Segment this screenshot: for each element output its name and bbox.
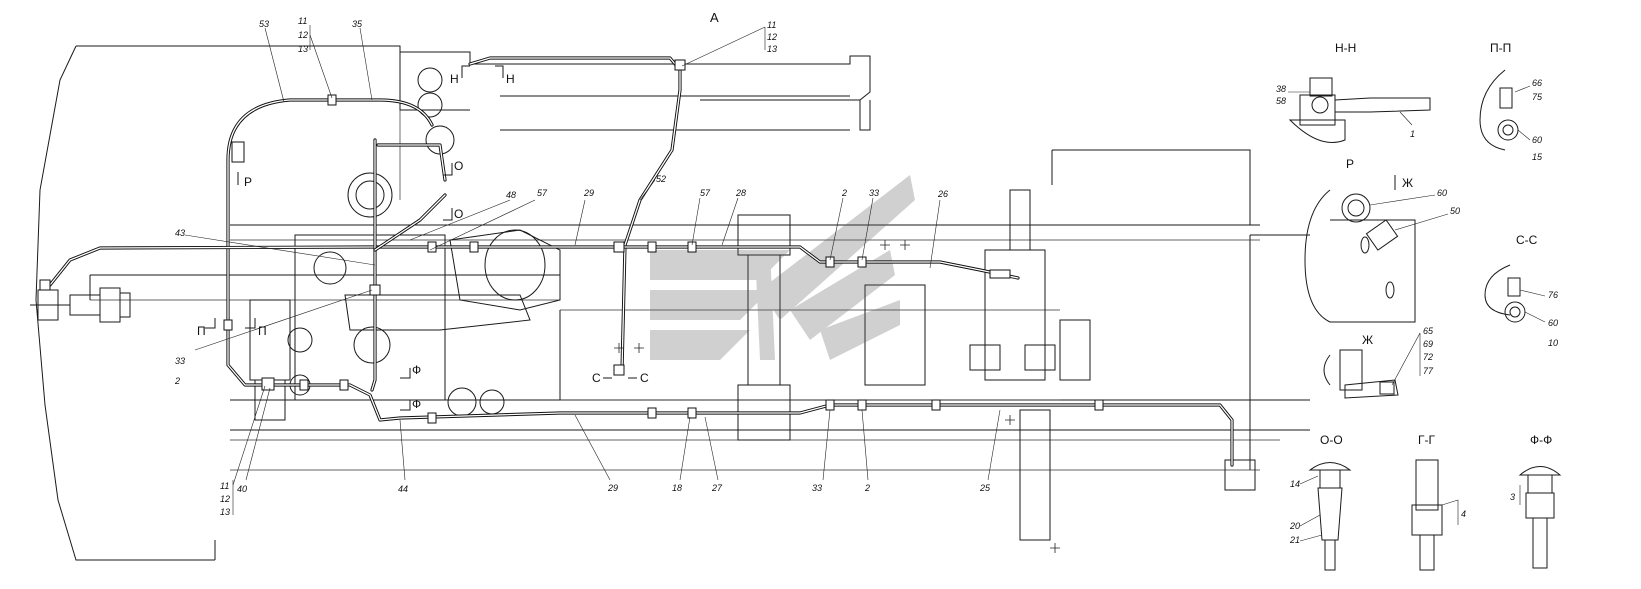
label-48: 48 [506,190,516,200]
section-pp-label-66: 66 [1532,78,1542,88]
section-zh-label-69: 69 [1423,339,1433,349]
label-26: 26 [937,189,948,199]
label-40: 40 [237,484,247,494]
section-nn-label-1: 1 [1410,129,1415,139]
label-43: 43 [175,228,185,238]
cut-mark-p-right: П [258,324,267,338]
center-marks [614,240,1060,553]
front-coupling [30,287,131,323]
label-57-left: 57 [537,188,548,198]
section-nn-label-38: 38 [1276,84,1286,94]
label-2-left: 2 [174,376,180,386]
section-r: Р Ж 60 50 [1304,157,1460,323]
section-ff-title: Ф-Ф [1530,433,1552,447]
cut-mark-o-top: О [454,159,463,173]
label-12-top-right: 12 [767,32,777,42]
section-r-arrow-label: Ж [1402,176,1413,190]
section-oo-label-20: 20 [1289,521,1300,531]
section-zh-label-65: 65 [1423,326,1434,336]
section-nn-title: Н-Н [1335,41,1356,55]
air-pipes [48,56,1234,467]
label-13-top-right: 13 [767,44,777,54]
label-25: 25 [979,483,991,493]
section-r-label-50: 50 [1450,206,1460,216]
label-2-top: 2 [841,188,847,198]
cut-mark-f-bottom: Ф [412,397,421,411]
label-12-top: 12 [298,30,308,40]
label-33-top: 33 [869,188,879,198]
label-44: 44 [398,484,408,494]
label-53: 53 [259,19,269,29]
label-33-bottom: 33 [812,483,822,493]
section-nn-label-58: 58 [1276,96,1286,106]
section-pp-label-75: 75 [1532,92,1543,102]
section-oo-label-14: 14 [1290,479,1300,489]
label-13-bottom: 13 [220,507,230,517]
pipe-fittings [39,59,1104,424]
label-57-right: 57 [700,188,711,198]
label-33-left: 33 [175,356,185,366]
cut-mark-c-right: С [640,371,649,385]
label-28: 28 [735,188,746,198]
section-pp-label-15: 15 [1532,152,1543,162]
section-zh-label-72: 72 [1423,352,1433,362]
section-zh: Ж 65 69 72 77 [1323,326,1434,399]
cut-mark-h-left: Н [450,72,459,86]
section-pp-title: П-П [1490,41,1511,55]
label-2-bottom: 2 [864,483,870,493]
engine-block [249,67,561,421]
section-gg-label-4: 4 [1461,509,1466,519]
section-g-g: Г-Г 4 [1411,433,1466,571]
section-oo-label-21: 21 [1289,535,1300,545]
section-pp-label-60: 60 [1532,135,1542,145]
cut-mark-f-top: Ф [412,363,421,377]
cut-mark-h-right: Н [506,72,515,86]
section-cc-title: С-С [1516,233,1538,247]
section-zh-label-77: 77 [1423,366,1434,376]
section-cc-label-76: 76 [1548,290,1558,300]
label-12-bottom: 12 [220,494,230,504]
label-11-bottom: 11 [220,481,229,491]
cut-mark-p-left: П [197,324,206,338]
section-gg-title: Г-Г [1418,433,1435,447]
section-cc-label-10: 10 [1548,338,1558,348]
cut-mark-o-bottom: О [454,207,463,221]
section-p-p: П-П 66 75 60 15 [1479,41,1543,162]
label-35: 35 [352,19,363,29]
section-cc-label-60: 60 [1548,318,1558,328]
label-11-top: 11 [298,16,307,26]
label-13-top: 13 [298,44,308,54]
label-11-top-right: 11 [767,20,776,30]
cut-mark-r: Р [244,175,252,189]
section-ff-label-3: 3 [1510,492,1515,502]
label-29-bottom: 29 [607,483,618,493]
section-r-label-60: 60 [1437,188,1447,198]
label-27: 27 [711,483,723,493]
label-18: 18 [672,483,682,493]
section-c-c: С-С 76 60 10 [1484,233,1558,348]
part-callouts: А 11 12 13 53 11 12 13 35 43 48 57 29 52… [174,10,1001,517]
label-29-top: 29 [583,188,594,198]
section-r-title: Р [1346,157,1354,171]
cut-marks: Н Н П П О О Ф Ф С С Р [197,65,649,411]
section-f-f: Ф-Ф 3 [1510,433,1562,569]
watermark-logo [650,175,915,360]
label-52: 52 [656,174,666,184]
view-a-label: А [710,10,719,25]
section-zh-title: Ж [1362,333,1373,347]
section-oo-title: О-О [1320,433,1343,447]
cut-mark-c-left: С [592,371,601,385]
section-n-n: Н-Н 38 58 1 [1276,41,1431,143]
section-o-o: О-О 14 20 21 [1289,433,1352,571]
